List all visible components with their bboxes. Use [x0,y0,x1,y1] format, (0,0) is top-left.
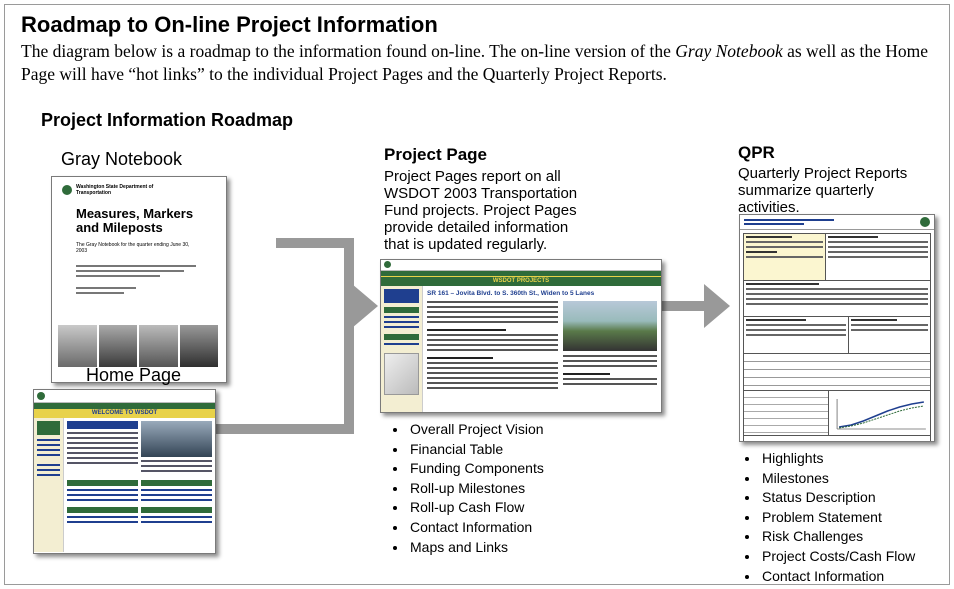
qpr-contents-list: Highlights Milestones Status Description… [742,449,915,586]
list-item: Status Description [760,488,915,508]
cover-photo-strip [58,325,218,367]
page-frame [4,4,950,585]
qpr-screenshot[interactable] [739,214,935,442]
wsdot-logo-icon [37,392,45,400]
list-item: Roll-up Milestones [408,479,544,499]
home-page-label: Home Page [86,365,182,385]
list-item: Contact Information [408,518,544,538]
roadmap-heading: Project Information Roadmap [41,110,294,130]
list-item: Financial Table [408,440,544,460]
home-banner: WELCOME TO WSDOT [34,409,215,418]
list-item: Funding Components [408,459,544,479]
home-page-screenshot[interactable]: WELCOME TO WSDOT [33,389,216,554]
list-item: Maps and Links [408,538,544,558]
gray-notebook-cover[interactable]: Washington State Department of Transport… [51,176,227,383]
project-page-heading: Project Page [384,145,487,164]
list-item: Contact Information [760,567,915,587]
page-title: Roadmap to On-line Project Information [21,12,438,37]
list-item: Highlights [760,449,915,469]
list-item: Problem Statement [760,508,915,528]
cover-agency: Washington State Department of Transport… [76,184,154,196]
cover-text-block [76,265,196,294]
qpr-heading: QPR [738,143,775,162]
qpr-description: Quarterly Project Reports summarize quar… [738,165,908,216]
project-page-title: SR 161 – Jovita Blvd. to S. 360th St., W… [427,290,595,297]
list-item: Risk Challenges [760,527,915,547]
list-item: Overall Project Vision [408,420,544,440]
wsdot-logo-icon [62,185,72,195]
project-page-contents-list: Overall Project Vision Financial Table F… [390,420,544,557]
project-page-screenshot[interactable]: WSDOT PROJECTS SR 161 – Jovita Blvd. to … [380,259,662,413]
cover-title: Measures, Markers and Mileposts [76,206,194,235]
cash-flow-chart-icon [836,399,926,430]
list-item: Project Costs/Cash Flow [760,547,915,567]
list-item: Milestones [760,469,915,489]
gray-notebook-label: Gray Notebook [61,149,183,169]
wsdot-logo-icon [384,261,391,268]
list-item: Roll-up Cash Flow [408,498,544,518]
intro-paragraph: The diagram below is a roadmap to the in… [21,41,929,84]
wsdot-logo-icon [920,217,930,227]
project-page-description: Project Pages report on all WSDOT 2003 T… [384,168,578,253]
project-page-banner: WSDOT PROJECTS [381,276,661,286]
cover-subtitle: The Gray Notebook for the quarter ending… [76,242,190,254]
